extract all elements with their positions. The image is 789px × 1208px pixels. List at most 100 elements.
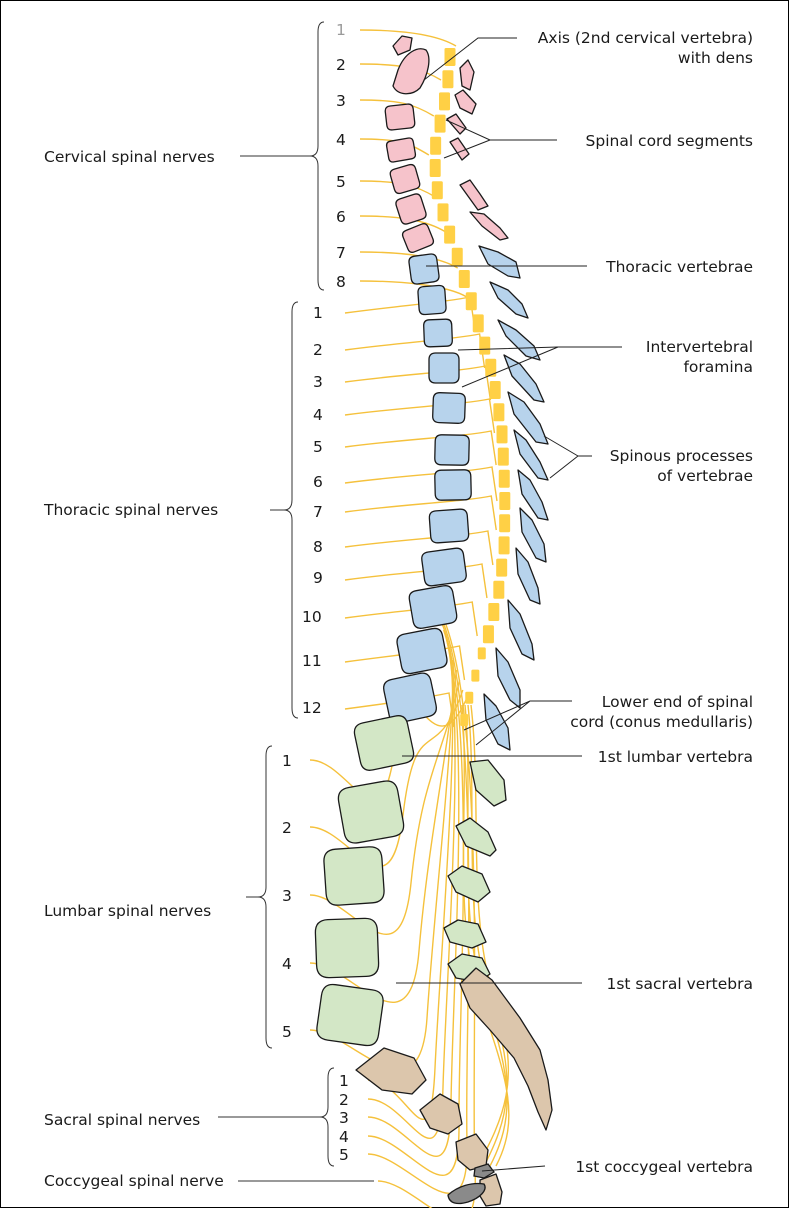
spinal-cord-segment xyxy=(490,381,501,399)
thoracic-vertebra-2 xyxy=(418,285,446,314)
cervical-nerve-number-6: 6 xyxy=(336,208,346,226)
spinal-cord-segment xyxy=(498,448,509,466)
coccygeal1-annotation: 1st coccygeal vertebra xyxy=(575,1158,753,1176)
lumbar-nerve-number-3: 3 xyxy=(282,887,292,905)
spinal-cord-segment xyxy=(493,581,504,599)
thoracic-vertebra-12 xyxy=(384,673,437,723)
foramina-annotation-line-2: foramina xyxy=(683,358,753,376)
thoracic-nerve-number-1: 1 xyxy=(313,304,323,322)
thoracic-nerve-number-9: 9 xyxy=(313,569,323,587)
spinal-cord-segment xyxy=(499,536,510,554)
cervical-nerve-number-3: 3 xyxy=(336,92,346,110)
spinal-cord-segment xyxy=(499,492,510,510)
spinal-cord-segment xyxy=(499,470,510,488)
foramina-annotation-line-1: Intervertebral xyxy=(646,338,753,356)
cervical-vertebra-3 xyxy=(385,104,414,130)
coccygeal-group-label: Coccygeal spinal nerve xyxy=(44,1172,224,1190)
lumbar-nerve-number-2: 2 xyxy=(282,819,292,837)
conus-annotation-line-1: Lower end of spinal xyxy=(602,693,753,711)
thoracic-vertebra-7 xyxy=(435,470,471,500)
spinal-cord-segment xyxy=(499,514,510,532)
spinal-cord-segment xyxy=(497,425,508,443)
spinal-cord-segment xyxy=(460,714,468,726)
cervical-nerve-number-2: 2 xyxy=(336,56,346,74)
thoracic-nerve-number-2: 2 xyxy=(313,341,323,359)
spinal-cord-segment xyxy=(488,603,499,621)
cervical-group-label: Cervical spinal nerves xyxy=(44,148,215,166)
spinal-cord-segment xyxy=(479,337,490,355)
spinous-annotation-line-2: of vertebrae xyxy=(657,467,753,485)
cervical-nerve-number-7: 7 xyxy=(336,244,346,262)
spinal-cord-segment xyxy=(471,670,479,682)
cervical-nerve-number-5: 5 xyxy=(336,173,346,191)
sacral-group-label: Sacral spinal nerves xyxy=(44,1111,200,1129)
sacral-nerve-number-3: 3 xyxy=(339,1109,349,1127)
cervical-nerve-number-1: 1 xyxy=(336,21,346,39)
spinal-cord-segment xyxy=(435,115,446,133)
thoracic-vertebra-11 xyxy=(397,628,447,673)
thoracic-nerve-number-6: 6 xyxy=(313,473,323,491)
thoracic-vertebra-1 xyxy=(409,254,439,284)
spinal-cord-segment xyxy=(493,403,504,421)
thoracic-vertebra-6 xyxy=(435,435,469,465)
thoracic-nerve-number-12: 12 xyxy=(302,699,322,717)
axis-annotation-line-2: with dens xyxy=(678,49,753,67)
lumbar-vertebra-1 xyxy=(354,716,413,771)
spinal-cord-segment xyxy=(466,292,477,310)
spinal-cord-segment xyxy=(485,359,496,377)
spinal-cord-segment xyxy=(438,203,449,221)
spinal-cord-segment xyxy=(432,181,443,199)
spinal-cord-segment xyxy=(430,137,441,155)
thoracic-group-label: Thoracic spinal nerves xyxy=(43,501,218,519)
lumbar-vertebra-3 xyxy=(324,847,384,905)
spinal-cord-segment xyxy=(478,647,486,659)
spinal-cord-segment xyxy=(442,70,453,88)
sacral-nerve-number-2: 2 xyxy=(339,1091,349,1109)
sacral-nerve-number-1: 1 xyxy=(339,1072,349,1090)
lumbar-vertebra-5 xyxy=(317,984,383,1045)
thoracic-vertebra-4 xyxy=(429,353,459,383)
conus-annotation-line-2: cord (conus medullaris) xyxy=(570,713,753,731)
spinal-cord-segment xyxy=(459,270,470,288)
lumbar-nerve-number-1: 1 xyxy=(282,752,292,770)
thoracic-vertebra-8 xyxy=(429,509,468,543)
thoracic-vertebra-3 xyxy=(424,319,453,347)
spinal-cord-segment xyxy=(444,226,455,244)
thoracic-nerve-number-10: 10 xyxy=(302,608,322,626)
thoracic-vertebra-9 xyxy=(422,548,466,586)
spinal-cord-segment xyxy=(452,248,463,266)
sacral-nerve-number-5: 5 xyxy=(339,1146,349,1164)
thoracic-nerve-number-3: 3 xyxy=(313,373,323,391)
thoracic-nerve-number-5: 5 xyxy=(313,438,323,456)
cervical-nerve-number-8: 8 xyxy=(336,273,346,291)
thoracic-vertebra-10 xyxy=(409,586,456,629)
spinal-cord-segment xyxy=(483,625,494,643)
spinal-cord-segment xyxy=(465,692,473,704)
lumbar-nerve-number-4: 4 xyxy=(282,955,292,973)
cervical-vertebra-5 xyxy=(390,165,419,194)
lumbar1-annotation: 1st lumbar vertebra xyxy=(598,748,753,766)
sacral1-annotation: 1st sacral vertebra xyxy=(606,975,753,993)
thoracic-nerve-number-8: 8 xyxy=(313,538,323,556)
thoracic-nerve-number-7: 7 xyxy=(313,503,323,521)
thoracic-vertebra-5 xyxy=(433,393,466,424)
spinal-cord-segment xyxy=(473,314,484,332)
lumbar-nerve-number-5: 5 xyxy=(282,1023,292,1041)
lumbar-group-label: Lumbar spinal nerves xyxy=(44,902,211,920)
thoracic-vertebrae-annotation: Thoracic vertebrae xyxy=(605,258,753,276)
segments-annotation: Spinal cord segments xyxy=(586,132,753,150)
axis-annotation-line-1: Axis (2nd cervical vertebra) xyxy=(538,29,753,47)
spinal-cord-segment xyxy=(496,559,507,577)
spinal-cord-segment xyxy=(430,159,441,177)
sacral-nerve-number-4: 4 xyxy=(339,1128,349,1146)
lumbar-vertebra-4 xyxy=(315,918,378,977)
cervical-vertebra-4 xyxy=(387,138,416,162)
thoracic-nerve-number-4: 4 xyxy=(313,406,323,424)
cervical-nerve-number-4: 4 xyxy=(336,131,346,149)
cervical-vertebra-6 xyxy=(396,194,426,224)
thoracic-nerve-number-11: 11 xyxy=(302,652,322,670)
spinous-annotation-line-1: Spinous processes xyxy=(610,447,753,465)
spinal-cord-segment xyxy=(439,92,450,110)
lumbar-vertebra-2 xyxy=(338,781,403,843)
